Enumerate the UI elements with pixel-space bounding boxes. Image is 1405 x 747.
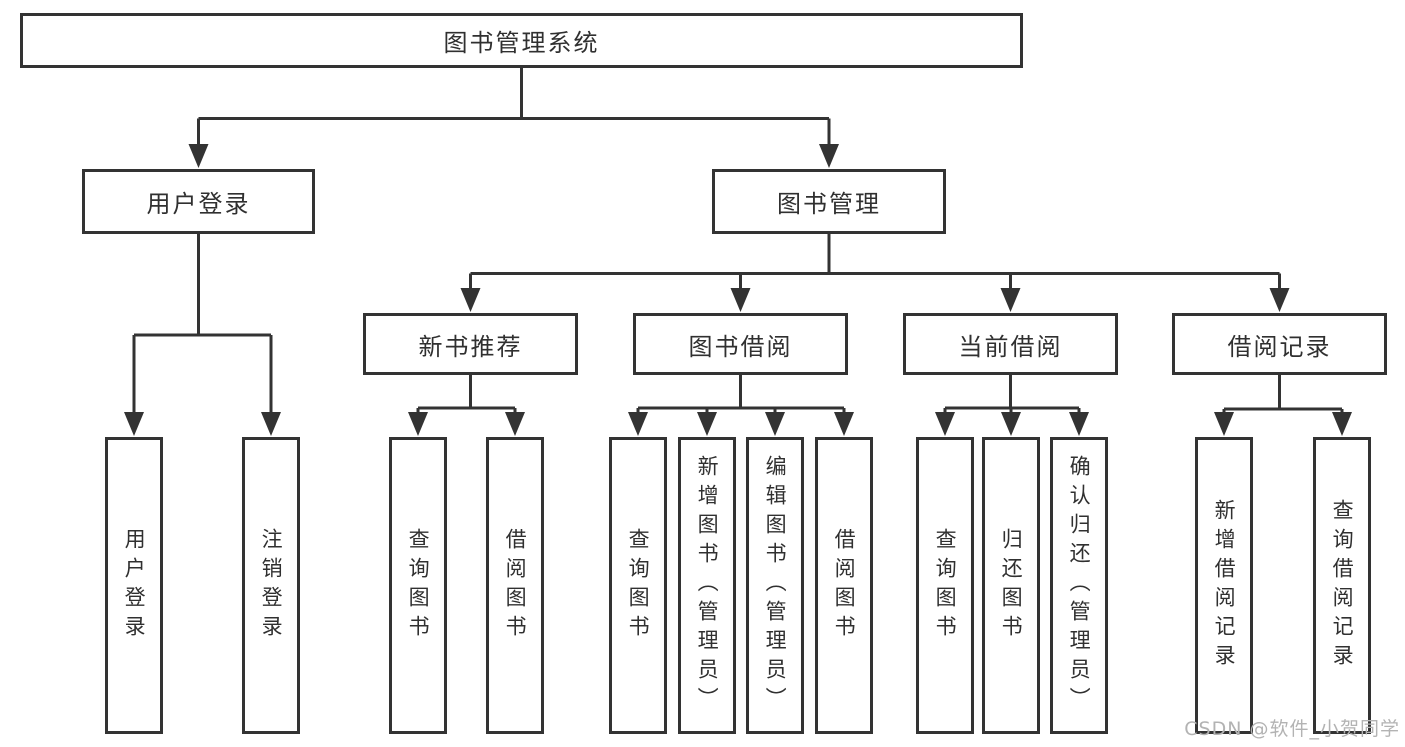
- node-user-login-module: 用户登录: [82, 169, 315, 234]
- arrowhead: [188, 144, 209, 168]
- node-borrowing-records: 借阅记录: [1172, 313, 1387, 375]
- csdn-watermark: CSDN @软件_小贺同学: [1184, 718, 1400, 740]
- leaf-query-books-current: 查询图书: [916, 437, 974, 734]
- node-label: 查询图书: [933, 527, 958, 644]
- arrowhead: [697, 412, 717, 436]
- arrowhead: [1001, 412, 1021, 436]
- leaf-add-borrow-record: 新增借阅记录: [1195, 437, 1253, 734]
- arrowhead: [1214, 412, 1234, 436]
- arrowhead: [460, 288, 481, 312]
- node-book-management-module: 图书管理: [712, 169, 946, 234]
- leaf-logout: 注销登录: [242, 437, 300, 734]
- leaf-borrow-books-recommendation: 借阅图书: [486, 437, 544, 734]
- arrowhead: [935, 412, 955, 436]
- leaf-query-borrow-record: 查询借阅记录: [1313, 437, 1371, 734]
- leaf-confirm-return-admin: 确认归还（管理员）: [1050, 437, 1108, 734]
- node-new-book-recommendation: 新书推荐: [363, 313, 578, 375]
- arrowhead: [1269, 288, 1290, 312]
- connector-book-management-branch: [469, 233, 1281, 292]
- arrowhead: [730, 288, 751, 312]
- node-label: 新增图书（管理员）: [695, 455, 720, 716]
- node-label: 查询图书: [406, 527, 431, 644]
- leaf-edit-book-admin: 编辑图书（管理员）: [746, 437, 804, 734]
- node-library-management-system: 图书管理系统: [20, 13, 1023, 68]
- arrowhead: [765, 412, 785, 436]
- node-label: 查询图书: [626, 527, 651, 644]
- node-label: 用户登录: [122, 527, 147, 644]
- connector-current-borrowing-branch: [943, 375, 1081, 416]
- connector-root-branch: [197, 68, 831, 148]
- node-label: 注销登录: [259, 527, 284, 644]
- node-label: 新增借阅记录: [1212, 498, 1237, 673]
- connector-borrowing-records-branch: [1222, 375, 1344, 416]
- node-label: 借阅图书: [503, 527, 528, 644]
- node-label: 借阅图书: [832, 527, 857, 644]
- connector-new-book-branch: [416, 375, 517, 416]
- leaf-query-books-recommendation: 查询图书: [389, 437, 447, 734]
- arrowhead: [124, 412, 144, 436]
- arrowhead: [1069, 412, 1089, 436]
- node-label: 图书管理系统: [443, 29, 600, 57]
- leaf-return-books: 归还图书: [982, 437, 1040, 734]
- arrowhead: [1332, 412, 1352, 436]
- leaf-borrow-books-borrowing: 借阅图书: [815, 437, 873, 734]
- node-label: 查询借阅记录: [1330, 498, 1355, 673]
- connector-user-login-branch: [132, 234, 273, 414]
- node-label: 图书管理: [777, 190, 881, 218]
- leaf-query-books-borrowing: 查询图书: [609, 437, 667, 734]
- arrowhead: [1000, 288, 1021, 312]
- node-label: 当前借阅: [958, 332, 1063, 361]
- arrowhead: [819, 144, 839, 168]
- node-label: 确认归还（管理员）: [1067, 455, 1092, 716]
- node-current-borrowing: 当前借阅: [903, 313, 1118, 375]
- node-label: 图书借阅: [688, 332, 793, 361]
- arrowhead: [834, 412, 854, 436]
- connector-book-borrowing-branch: [636, 375, 846, 416]
- arrowhead: [408, 412, 428, 436]
- leaf-user-login: 用户登录: [105, 437, 163, 734]
- node-label: 归还图书: [999, 527, 1024, 644]
- node-label: 新书推荐: [418, 332, 523, 361]
- arrowhead: [628, 412, 648, 436]
- node-label: 用户登录: [146, 190, 251, 218]
- node-label: 编辑图书（管理员）: [763, 455, 788, 716]
- node-label: 借阅记录: [1227, 332, 1332, 361]
- arrowhead: [261, 412, 281, 436]
- arrowhead: [505, 412, 525, 436]
- leaf-add-book-admin: 新增图书（管理员）: [678, 437, 736, 734]
- node-book-borrowing: 图书借阅: [633, 313, 848, 375]
